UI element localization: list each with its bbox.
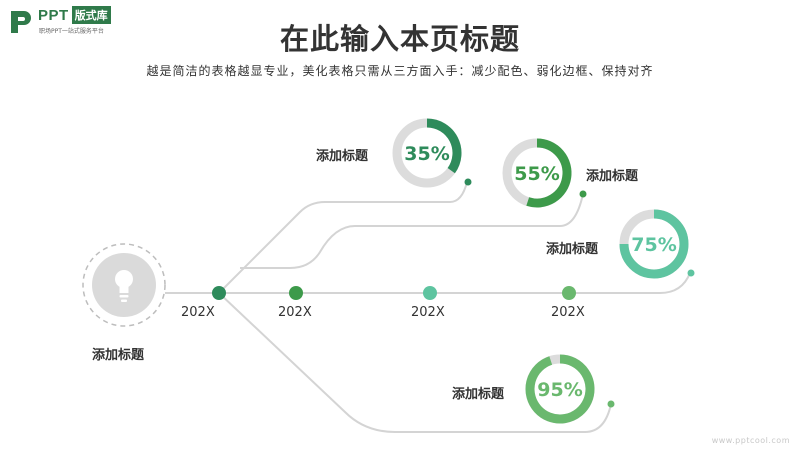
brand-mark-icon [11,11,31,33]
brand-tagline: 职场PPT一站式服务平台 [39,28,104,35]
gauge-label-4: 添加标题 [452,387,505,402]
connector-lines [165,181,691,433]
gauge-value-text: 35% [404,143,449,165]
timeline-dot-2 [289,286,303,300]
brand-badge: 版式库 [71,6,111,24]
branch-line-2 [240,193,584,269]
hub-dashed-ring [82,243,166,327]
page-title: 在此输入本页标题 [279,22,520,56]
hub-node [82,243,166,327]
progress-gauge-4: 95% [525,354,615,424]
brand-text: PPT [38,7,69,24]
gauge-value-text: 55% [514,163,559,185]
gauge-progress-arc [426,118,462,174]
year-label-4: 202X [551,305,585,320]
timeline-dots [212,286,576,300]
branch-line-4 [218,292,612,433]
branch-line-3 [560,272,691,294]
branch-end-dot [464,178,472,186]
branch-end-dot [579,190,587,198]
year-label-1: 202X [181,305,215,320]
progress-gauge-2: 55% [502,138,587,208]
branch-line-1 [218,181,468,294]
gauge-progress-arc [525,354,595,424]
gauge-progress-arc [619,209,689,279]
page-subtitle: 越是简洁的表格越显专业，美化表格只需从三方面入手：减少配色、弱化边框、保持对齐 [146,64,654,78]
gauge-label-3: 添加标题 [546,242,599,257]
branch-end-dot [687,269,695,277]
branch-end-dot [607,400,615,408]
watermark: www.pptcool.com [711,436,790,445]
gauge-layer: 35% 55% 75% 95% [392,118,695,424]
gauge-progress-arc [526,138,572,208]
timeline-dot-3 [423,286,437,300]
gauge-label-1: 添加标题 [316,149,369,164]
hub-label: 添加标题 [92,348,145,363]
gauge-label-2: 添加标题 [586,169,639,184]
timeline-dot-1 [212,286,226,300]
year-label-3: 202X [411,305,445,320]
gauge-value-text: 95% [537,379,582,401]
gauge-value-text: 75% [631,234,676,256]
lightbulb-icon [115,270,133,302]
timeline-dot-4 [562,286,576,300]
progress-gauge-1: 35% [392,118,472,188]
year-label-2: 202X [278,305,312,320]
progress-gauge-3: 75% [619,209,695,279]
